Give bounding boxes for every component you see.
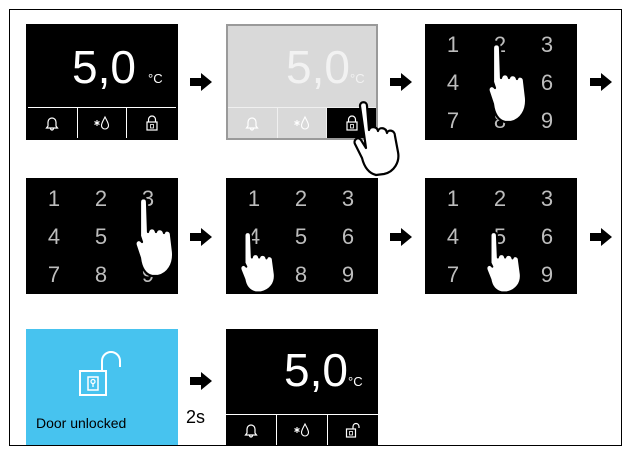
keypad-key-9[interactable]: 9 bbox=[341, 262, 355, 287]
keypad-key-6[interactable]: 6 bbox=[341, 224, 355, 249]
keypad-key-7[interactable]: 7 bbox=[446, 108, 460, 133]
bell-icon bbox=[245, 117, 260, 131]
temperature-value: 5,0 bbox=[72, 41, 136, 93]
temperature-unit: °C bbox=[350, 71, 365, 86]
keypad-key-9[interactable]: 9 bbox=[540, 108, 554, 133]
keypad-key-1[interactable]: 1 bbox=[47, 186, 61, 211]
arrow-right-icon bbox=[390, 73, 412, 91]
keypad-key-1[interactable]: 1 bbox=[446, 32, 460, 57]
keypad-key-5[interactable]: 5 bbox=[294, 224, 308, 249]
lock-icon bbox=[346, 115, 358, 131]
door-unlocked-panel: Door unlocked bbox=[26, 329, 178, 445]
temperature-value: 5,0 bbox=[284, 344, 348, 396]
bell-icon bbox=[45, 117, 60, 131]
door-unlocked-label: Door unlocked bbox=[36, 415, 127, 431]
keypad-key-4[interactable]: 4 bbox=[446, 224, 460, 249]
keypad-panel-press-4: 1 2 3 4 5 6 7 8 9 bbox=[226, 178, 378, 294]
pointing-hand-icon bbox=[485, 231, 522, 294]
superfrost-button[interactable] bbox=[278, 108, 328, 138]
arrow-right-icon bbox=[190, 372, 212, 390]
keypad-key-9[interactable]: 9 bbox=[540, 262, 554, 287]
keypad-key-2[interactable]: 2 bbox=[493, 186, 507, 211]
keypad-panel-press-5: 1 2 3 4 5 6 7 8 9 bbox=[425, 178, 577, 294]
arrow-right-icon bbox=[190, 73, 212, 91]
keypad-key-7[interactable]: 7 bbox=[446, 262, 460, 287]
keypad-key-3[interactable]: 3 bbox=[540, 186, 554, 211]
display-panel-unlocked: 5,0 °C bbox=[226, 329, 378, 445]
keypad-key-3[interactable]: 3 bbox=[341, 186, 355, 211]
snowflake-drop-icon bbox=[294, 115, 310, 130]
temperature-unit: °C bbox=[348, 374, 363, 389]
pointing-hand-icon bbox=[353, 101, 400, 177]
display-button-row bbox=[226, 414, 378, 445]
keypad-key-6[interactable]: 6 bbox=[540, 70, 554, 95]
pointing-hand-icon bbox=[487, 43, 528, 124]
alarm-button[interactable] bbox=[228, 108, 278, 138]
keypad-key-8[interactable]: 8 bbox=[294, 262, 308, 287]
alarm-button[interactable] bbox=[28, 108, 78, 138]
pointing-hand-icon bbox=[134, 197, 175, 278]
open-padlock-icon bbox=[79, 351, 121, 396]
unlock-icon bbox=[345, 422, 360, 438]
superfrost-button[interactable] bbox=[78, 108, 128, 138]
alarm-button[interactable] bbox=[226, 415, 277, 445]
arrow-right-icon bbox=[590, 228, 612, 246]
arrow-right-icon bbox=[190, 228, 212, 246]
keypad-key-2[interactable]: 2 bbox=[94, 186, 108, 211]
display-panel-locked: 5,0 °C bbox=[26, 24, 178, 140]
keypad-panel-press-3: 1 2 3 4 5 6 7 8 9 bbox=[26, 178, 178, 294]
lock-button[interactable] bbox=[127, 108, 176, 138]
snowflake-drop-icon bbox=[94, 115, 110, 130]
diagram-frame bbox=[9, 9, 622, 446]
keypad-key-1[interactable]: 1 bbox=[247, 186, 261, 211]
display-button-row bbox=[28, 107, 176, 138]
delay-label: 2s bbox=[186, 407, 206, 427]
keypad-key-3[interactable]: 3 bbox=[540, 32, 554, 57]
keypad-key-1[interactable]: 1 bbox=[446, 186, 460, 211]
keypad-key-2[interactable]: 2 bbox=[294, 186, 308, 211]
pointing-hand-icon bbox=[239, 231, 276, 294]
arrow-right-icon bbox=[390, 228, 412, 246]
bell-icon bbox=[244, 424, 258, 438]
temperature-value: 5,0 bbox=[286, 41, 350, 93]
keypad-key-5[interactable]: 5 bbox=[94, 224, 108, 249]
arrow-right-icon bbox=[590, 73, 612, 91]
keypad-panel-press-2: 1 2 3 4 5 6 7 8 9 bbox=[425, 24, 577, 140]
keypad-key-4[interactable]: 4 bbox=[446, 70, 460, 95]
lock-icon bbox=[146, 115, 158, 131]
keypad-key-4[interactable]: 4 bbox=[47, 224, 61, 249]
superfrost-button[interactable] bbox=[277, 415, 328, 445]
display-panel-lock-pressed: 5,0 °C bbox=[226, 24, 378, 140]
snowflake-drop-icon bbox=[294, 422, 310, 437]
keypad-key-7[interactable]: 7 bbox=[47, 262, 61, 287]
keypad-key-6[interactable]: 6 bbox=[540, 224, 554, 249]
temperature-unit: °C bbox=[148, 71, 163, 86]
lock-button[interactable] bbox=[328, 415, 378, 445]
keypad-key-8[interactable]: 8 bbox=[94, 262, 108, 287]
